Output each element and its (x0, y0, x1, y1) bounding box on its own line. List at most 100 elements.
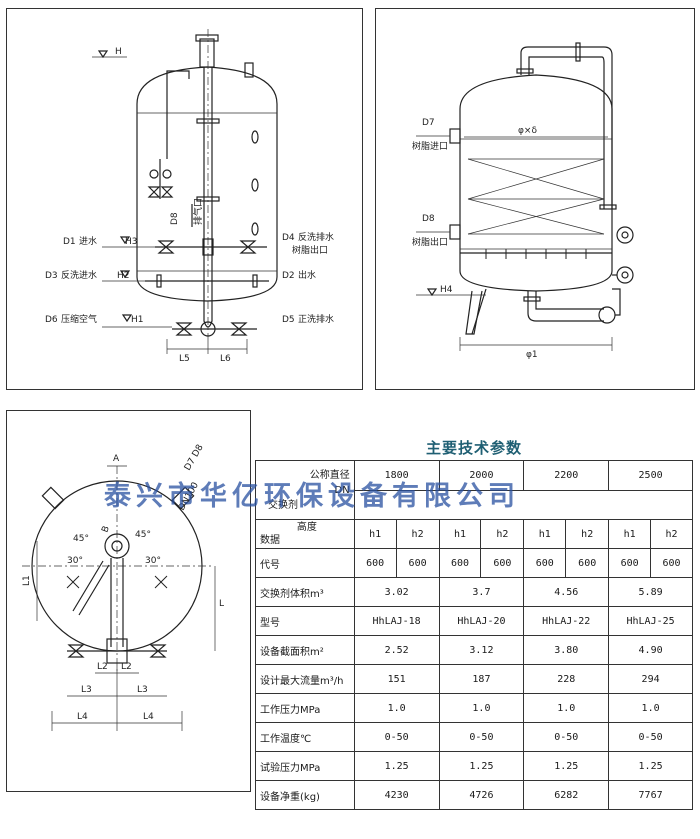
svg-text:L6: L6 (220, 354, 231, 364)
code-cell: 600 (565, 548, 610, 578)
svg-text:L: L (219, 599, 224, 609)
svg-text:φ1: φ1 (526, 350, 538, 360)
svg-text:D6: D6 (45, 315, 58, 325)
code-cell: 600 (523, 548, 567, 578)
code-cell: 600 (438, 548, 482, 578)
row-label: 工作压力MPa (255, 693, 355, 723)
h-label: h1 (353, 519, 397, 549)
row-value: 3.7 (438, 577, 525, 607)
svg-text:树脂进口: 树脂进口 (412, 140, 448, 152)
svg-text:H4: H4 (440, 285, 453, 295)
row-label: 工作温度℃ (255, 722, 355, 752)
row-label: 试验压力MPa (255, 751, 355, 781)
svg-text:排气口: 排气口 (192, 198, 204, 225)
code-cell: 600 (353, 548, 397, 578)
svg-text:L2: L2 (121, 662, 132, 672)
row-value: 3.80 (523, 635, 610, 665)
svg-text:树脂出口: 树脂出口 (292, 244, 328, 256)
svg-text:30°: 30° (145, 556, 161, 566)
plan-view-panel: A B D7 D8 DN100 45° 45° 30° 30° L1 L L2 … (6, 410, 251, 792)
diameter-cell: 2000 (438, 460, 525, 491)
svg-text:L4: L4 (143, 712, 154, 722)
top-manhole (199, 38, 215, 68)
h-label: h2 (395, 519, 440, 549)
row-value: 1.0 (523, 693, 610, 723)
front-elevation-panel: H D1 进水 H3 D3 反洗进水 H2 D6 压缩空气 H1 D4 反洗排水… (6, 8, 363, 390)
h-label: h2 (565, 519, 610, 549)
valve-row-bottom (172, 309, 257, 337)
h-label: h2 (650, 519, 693, 549)
svg-text:L4: L4 (77, 712, 88, 722)
code-header-cell: 代号 (255, 548, 355, 578)
svg-text:H3: H3 (125, 237, 138, 247)
code-cell: 600 (395, 548, 440, 578)
svg-text:A: A (113, 454, 120, 464)
row-value: 4.56 (523, 577, 610, 607)
diameter-cell: 2200 (523, 460, 610, 491)
row-value: 0-50 (608, 722, 693, 752)
row-value: 294 (608, 664, 693, 694)
row-value: 4230 (353, 780, 440, 810)
row-value: 4.90 (608, 635, 693, 665)
vessel-shell (136, 66, 278, 302)
row-label: 设计最大流量m³/h (255, 664, 355, 694)
valve-row-mid (145, 274, 269, 288)
row-value: 1.25 (438, 751, 525, 781)
table-code-row: 代号 600 600 600 600 600 600 600 600 (255, 548, 693, 578)
table-title: 主要技术参数 (425, 439, 522, 457)
svg-text:D2: D2 (282, 271, 295, 281)
row-value: 3.02 (353, 577, 440, 607)
h-label: h1 (523, 519, 567, 549)
svg-text:L5: L5 (179, 354, 190, 364)
svg-text:反洗进水: 反洗进水 (61, 269, 97, 281)
h-label: h2 (480, 519, 525, 549)
row-value: 1.0 (438, 693, 525, 723)
row-value: 6282 (523, 780, 610, 810)
code-cell: 600 (480, 548, 525, 578)
row-value: 5.89 (608, 577, 693, 607)
svg-text:L2: L2 (97, 662, 108, 672)
svg-text:正洗排水: 正洗排水 (298, 313, 334, 325)
row-value: 187 (438, 664, 525, 694)
svg-text:D1: D1 (63, 237, 76, 247)
row-value: HhLAJ-18 (353, 606, 440, 636)
row-value: 1.0 (353, 693, 440, 723)
code-cell: 600 (608, 548, 652, 578)
row-value: 1.25 (523, 751, 610, 781)
table-height-row: 高度 数据 h1 h2 h1 h2 h1 h2 h1 h2 (255, 519, 693, 549)
row-label: 设备截面积m² (255, 635, 355, 665)
front-elevation-drawing: H D1 进水 H3 D3 反洗进水 H2 D6 压缩空气 H1 D4 反洗排水… (45, 29, 334, 364)
plan-view-drawing: A B D7 D8 DN100 45° 45° 30° 30° L1 L L2 … (22, 443, 224, 731)
row-value: 1.0 (608, 693, 693, 723)
diameter-cell: 1800 (353, 460, 440, 491)
row-value: 0-50 (438, 722, 525, 752)
row-value: 228 (523, 664, 610, 694)
svg-text:30°: 30° (67, 556, 83, 566)
svg-text:D7: D7 (422, 118, 435, 128)
svg-text:H: H (115, 47, 122, 57)
svg-text:树脂出口: 树脂出口 (412, 236, 448, 248)
valve-row-top (155, 238, 267, 256)
row-value: 0-50 (523, 722, 610, 752)
svg-text:H2: H2 (117, 271, 130, 281)
row-value: 7767 (608, 780, 693, 810)
svg-text:45°: 45° (73, 534, 89, 544)
svg-text:出水: 出水 (298, 269, 316, 281)
svg-text:φ×δ: φ×δ (518, 126, 537, 136)
svg-text:D8: D8 (422, 214, 435, 224)
row-label: 交换剂体积m³ (255, 577, 355, 607)
code-cell: 600 (650, 548, 693, 578)
row-label: 设备净重(kg) (255, 780, 355, 810)
row-value: HhLAJ-20 (438, 606, 525, 636)
vessel-shell-side (459, 74, 613, 292)
svg-text:L3: L3 (137, 685, 148, 695)
